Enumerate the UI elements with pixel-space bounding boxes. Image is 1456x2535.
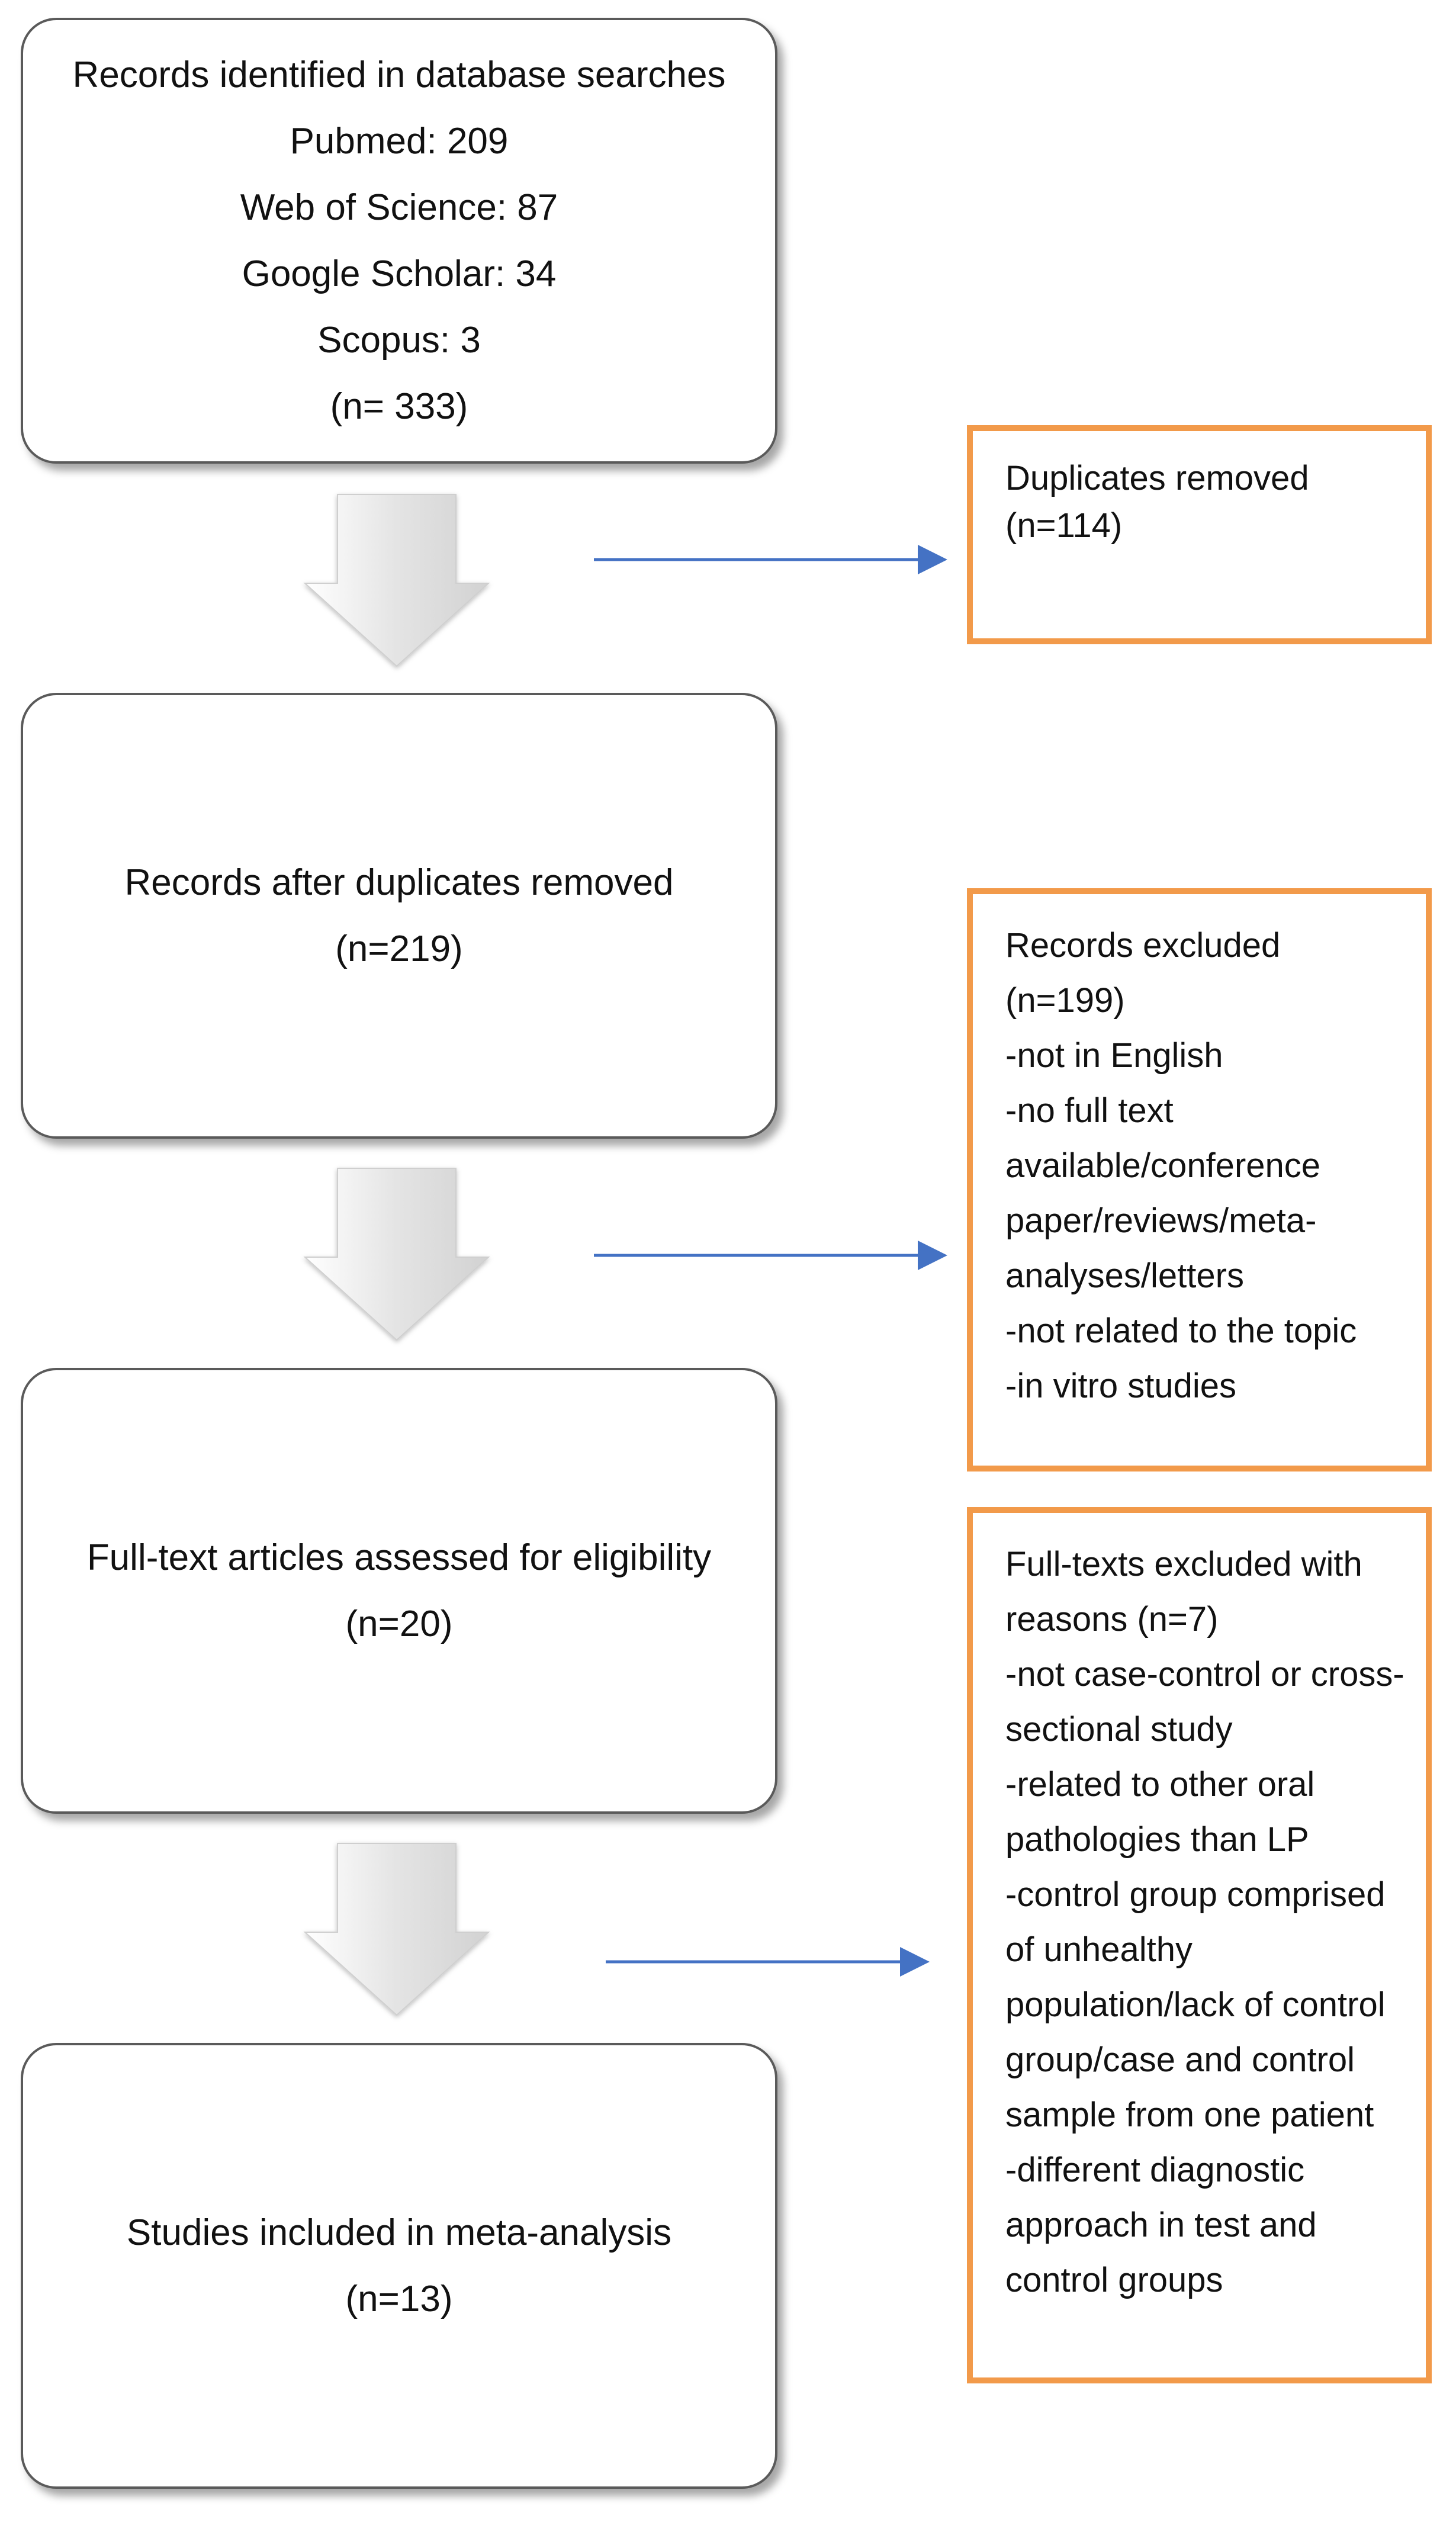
- eligibility-total: (n=20): [345, 1603, 453, 1644]
- screening-title: Records after duplicates removed: [124, 862, 674, 903]
- records-excluded-reason: analyses/letters: [1005, 1257, 1244, 1295]
- full-texts-excluded-reason: population/lack of control: [1005, 1985, 1386, 2024]
- screening-total: (n=219): [335, 928, 463, 969]
- included-title: Studies included in meta-analysis: [126, 2212, 672, 2253]
- records-excluded-reason: paper/reviews/meta-: [1005, 1201, 1317, 1240]
- eligibility-title: Full-text articles assessed for eligibil…: [86, 1537, 712, 1578]
- full-texts-excluded-count: reasons (n=7): [1005, 1600, 1219, 1638]
- records-excluded-reason: -not in English: [1005, 1036, 1223, 1075]
- duplicates-removed-box: Duplicates removed (n=114): [967, 425, 1432, 644]
- down-arrow-3: [303, 1843, 490, 2016]
- full-texts-excluded-reason: pathologies than LP: [1005, 1820, 1309, 1859]
- down-arrow-1: [303, 494, 490, 667]
- included-box: Studies included in meta-analysis (n=13): [21, 2043, 777, 2489]
- full-texts-excluded-reason: control groups: [1005, 2261, 1223, 2299]
- identification-total: (n= 333): [330, 385, 468, 427]
- full-texts-excluded-reason: of unhealthy: [1005, 1930, 1193, 1969]
- full-texts-excluded-reason: group/case and control: [1005, 2041, 1355, 2079]
- google-scholar-count: Google Scholar: 34: [242, 253, 557, 294]
- down-arrow-2: [303, 1168, 490, 1341]
- eligibility-box: Full-text articles assessed for eligibil…: [21, 1368, 777, 1814]
- full-texts-excluded-reason: -control group comprised: [1005, 1875, 1386, 1914]
- screening-box: Records after duplicates removed (n=219): [21, 693, 777, 1139]
- duplicates-removed-title: Duplicates removed: [1005, 459, 1309, 497]
- records-excluded-reason: available/conference: [1005, 1146, 1321, 1185]
- records-excluded-count: (n=199): [1005, 981, 1125, 1020]
- records-excluded-box: Records excluded (n=199) -not in English…: [967, 888, 1432, 1471]
- identification-title: Records identified in database searches: [72, 54, 726, 95]
- pubmed-count: Pubmed: 209: [290, 120, 509, 162]
- full-texts-excluded-title: Full-texts excluded with: [1005, 1545, 1362, 1583]
- included-total: (n=13): [345, 2278, 453, 2319]
- full-texts-excluded-reason: sample from one patient: [1005, 2096, 1374, 2134]
- records-excluded-reason: -not related to the topic: [1005, 1312, 1357, 1350]
- full-texts-excluded-reason: -related to other oral: [1005, 1765, 1315, 1804]
- records-excluded-title: Records excluded: [1005, 926, 1281, 965]
- full-texts-excluded-reason: -different diagnostic: [1005, 2151, 1305, 2189]
- identification-box: Records identified in database searches …: [21, 18, 777, 464]
- records-excluded-reason: -no full text: [1005, 1091, 1174, 1130]
- web-of-science-count: Web of Science: 87: [240, 187, 558, 228]
- full-texts-excluded-reason: sectional study: [1005, 1710, 1233, 1749]
- duplicates-removed-count: (n=114): [1005, 506, 1123, 545]
- scopus-count: Scopus: 3: [317, 319, 481, 361]
- full-texts-excluded-box: Full-texts excluded with reasons (n=7) -…: [967, 1507, 1432, 2383]
- full-texts-excluded-reason: approach in test and: [1005, 2206, 1317, 2244]
- records-excluded-reason: -in vitro studies: [1005, 1367, 1237, 1405]
- full-texts-excluded-reason: -not case-control or cross-: [1005, 1655, 1404, 1694]
